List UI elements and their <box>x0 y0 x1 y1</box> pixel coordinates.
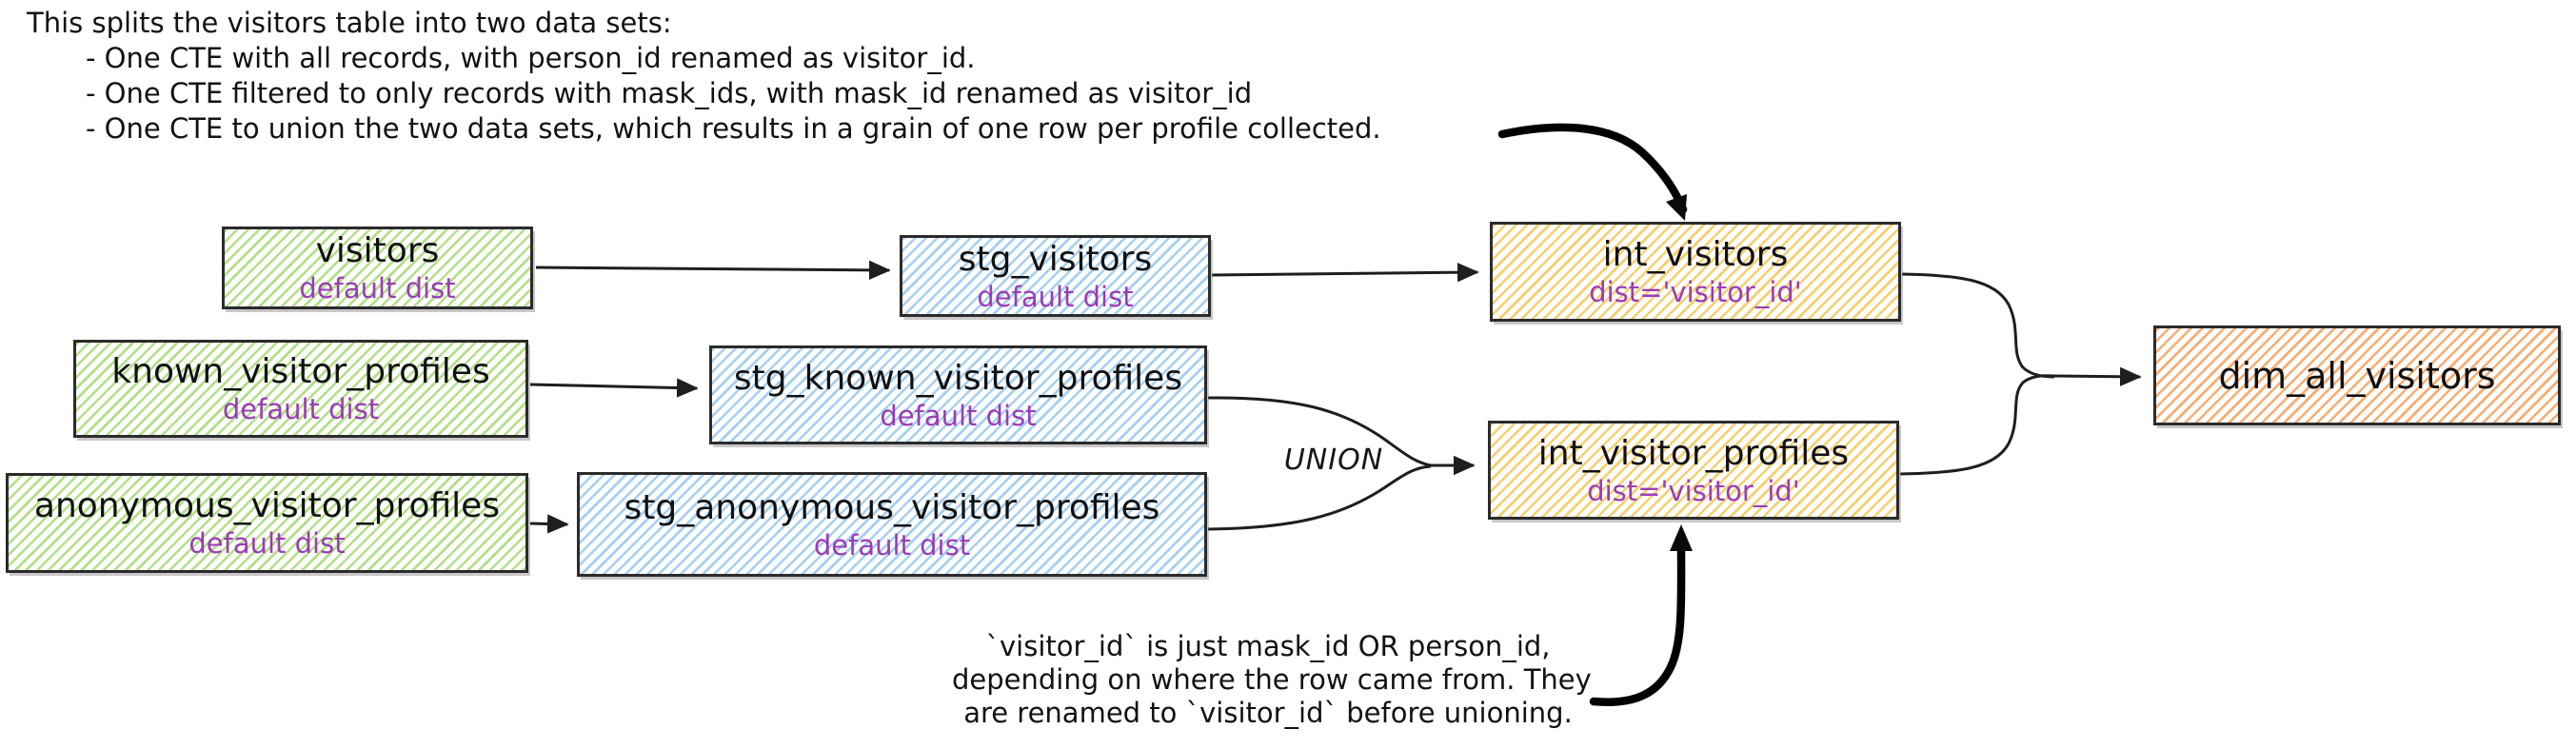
node-title: int_visitor_profiles <box>1537 433 1850 473</box>
node-subtitle: default dist <box>880 399 1037 432</box>
edge-int-visitors-merge-branch <box>1901 272 2055 379</box>
top-note-line-2: - One CTE with all records, with person_… <box>86 42 976 74</box>
top-note-line-1: This splits the visitors table into two … <box>27 7 672 39</box>
node-title: dim_all_visitors <box>2218 354 2496 397</box>
node-dim_all_visitors[interactable]: dim_all_visitors <box>2153 325 2561 425</box>
node-subtitle: default dist <box>188 527 346 560</box>
node-title: stg_anonymous_visitor_profiles <box>624 487 1160 527</box>
bottom-note-line-1: `visitor_id` is just mask_id OR person_i… <box>985 630 1551 662</box>
node-subtitle: default dist <box>222 393 380 425</box>
top-note-line-4: - One CTE to union the two data sets, wh… <box>86 112 1381 145</box>
edge-anonymous-to-stg-anonymous <box>529 514 569 534</box>
bottom-note: `visitor_id` is just mask_id OR person_i… <box>952 630 1592 730</box>
bottom-note-line-3: are renamed to `visitor_id` before union… <box>963 697 1573 729</box>
node-subtitle: default dist <box>813 528 971 562</box>
node-title: known_visitor_profiles <box>111 352 490 391</box>
edge-merge-to-dim-all-visitors <box>2051 366 2142 386</box>
bottom-note-line-2: depending on where the row came from. Th… <box>952 663 1592 696</box>
node-title: int_visitors <box>1602 235 1789 274</box>
top-note-line-3: - One CTE filtered to only records with … <box>86 77 1253 109</box>
top-note: This splits the visitors table into two … <box>27 6 1381 147</box>
node-title: visitors <box>315 231 440 270</box>
node-title: stg_visitors <box>958 239 1153 279</box>
bottom-note-arrow <box>1589 538 1686 706</box>
edge-visitors-to-stg-visitors <box>535 260 891 281</box>
node-subtitle: default dist <box>299 272 456 305</box>
node-title: anonymous_visitor_profiles <box>33 486 501 525</box>
edge-known-to-stg-known <box>529 378 699 398</box>
edge-int-visitor-profiles-merge-branch <box>1899 374 2055 476</box>
union-label: UNION <box>1283 443 1384 477</box>
node-title: stg_known_visitor_profiles <box>733 358 1183 398</box>
top-note-arrow <box>1497 123 1688 214</box>
bottom-note-arrowhead <box>1670 524 1693 551</box>
node-subtitle: dist='visitor_id' <box>1589 276 1802 308</box>
edge-stg-visitors-to-int-visitors <box>1211 263 1479 283</box>
top-note-arrowhead <box>1666 194 1687 221</box>
node-subtitle: default dist <box>977 280 1134 313</box>
node-subtitle: dist='visitor_id' <box>1587 474 1800 507</box>
